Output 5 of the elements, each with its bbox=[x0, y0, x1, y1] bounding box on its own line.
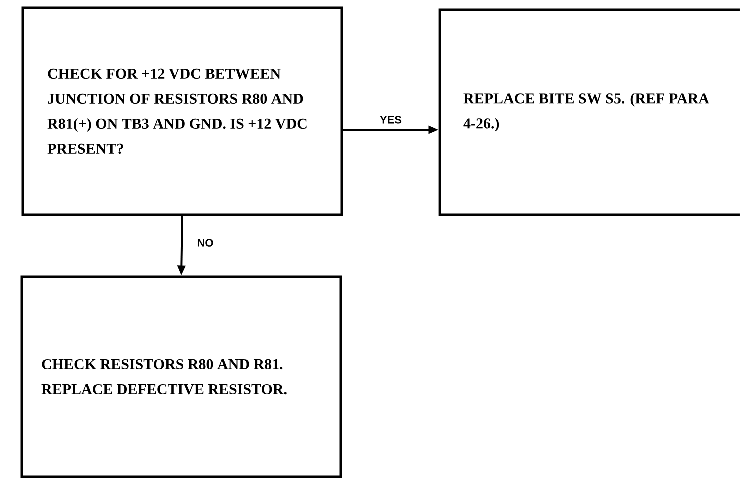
process-box: CHECK RESISTORS R80 AND R81. REPLACE DEFECTIVE RESISTOR. bbox=[20, 276, 342, 478]
edge-label: NO bbox=[196, 238, 215, 248]
process-box: CHECK FOR +12 VDC BETWEEN JUNCTION OF RESISTORS R80 AND R81(+) ON TB3 AND GND. IS +12 VDC PRESENT? bbox=[22, 6, 344, 216]
process-box: REPLACE BITE SW S5. (REF PARA 4-26.) bbox=[438, 8, 740, 216]
edge-label: YES bbox=[379, 115, 403, 125]
